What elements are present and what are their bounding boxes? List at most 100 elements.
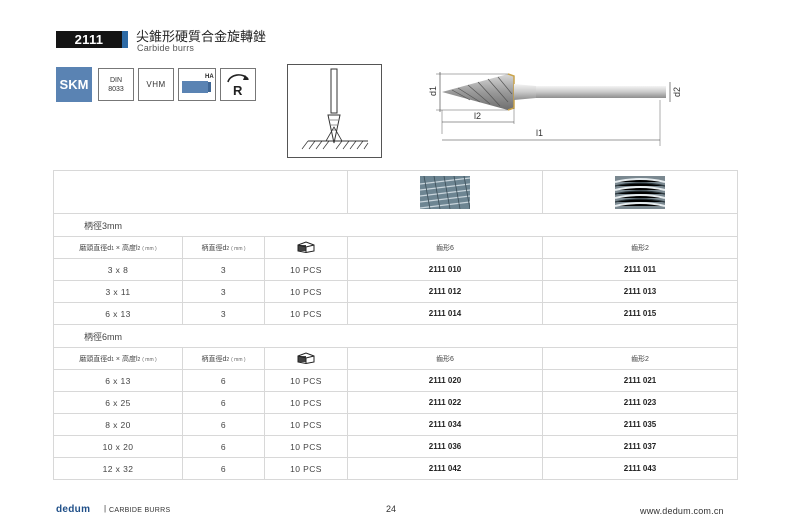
cell-shank: 3: [182, 280, 265, 303]
page-number: 24: [386, 504, 397, 514]
cell-pcs: 10 PCS: [263, 302, 349, 325]
cut6-image: [420, 175, 471, 209]
header-shank-sub: 2: [226, 245, 230, 252]
header-package: [263, 347, 349, 370]
cell-code-cut6: 2111 010: [347, 258, 544, 281]
cell-size: 3 x 11: [53, 280, 183, 303]
cell-size: 6 x 25: [53, 391, 183, 414]
cell-pcs: 10 PCS: [263, 280, 349, 303]
header-dim-x: × 高度l: [113, 355, 138, 363]
cell-shank: 3: [182, 302, 265, 325]
header-cut2: 齒形2: [542, 236, 739, 259]
group-caption: 柄徑6mm: [52, 324, 739, 348]
cell-size: 6 x 13: [53, 302, 183, 325]
cell-pcs: 10 PCS: [263, 258, 349, 281]
cell-size: 8 x 20: [53, 413, 183, 436]
cell-pcs: 10 PCS: [263, 413, 349, 436]
header-cut2: 齒形2: [542, 347, 739, 370]
din-label: DIN: [109, 77, 123, 84]
application-sketch: [287, 64, 382, 158]
footer-url: www.dedum.com.cn: [640, 506, 724, 516]
drawing-graphic: d1 d2 l2 l1: [428, 72, 682, 146]
header-dim-sub1: 1: [111, 245, 114, 252]
cell-code-cut6: 2111 034: [347, 413, 544, 436]
cell-size: 3 x 8: [53, 258, 183, 281]
shank-ha-graphic: HA: [182, 74, 214, 93]
cell-pcs: 10 PCS: [263, 369, 349, 392]
package-box-icon: [297, 240, 315, 253]
header-dim-sub2: 2: [137, 245, 141, 252]
d2-label: d2: [672, 87, 682, 97]
footer-separator: |: [104, 504, 107, 513]
cell-size: 6 x 13: [53, 369, 183, 392]
cut6-image-cell: [347, 170, 544, 214]
cell-shank: 6: [182, 369, 265, 392]
cell-code-cut6: 2111 042: [347, 457, 544, 480]
ha-label: HA: [205, 74, 214, 80]
cell-code-cut6: 2111 020: [347, 369, 544, 392]
image-row-blank: [52, 170, 349, 214]
cell-code-cut6: 2111 014: [347, 302, 544, 325]
vhm-material-icon: VHM: [138, 68, 174, 101]
header-dim-sub2: 2: [137, 356, 141, 363]
l1-label: l1: [536, 128, 543, 138]
header-cut6: 齒形6: [347, 236, 544, 259]
header-shank-unit: ( mm ): [231, 356, 246, 363]
header-dimension: 磨頭直徑d1 × 高度l2 ( mm ): [53, 236, 183, 259]
cell-code-cut2: 2111 023: [542, 391, 739, 414]
cut-image-row: [52, 170, 739, 214]
package-box-icon: [297, 351, 315, 364]
cell-code-cut2: 2111 015: [542, 302, 739, 325]
cell-shank: 3: [182, 258, 265, 281]
cell-code-cut2: 2111 021: [542, 369, 739, 392]
din-standard-icon: DIN 8033: [98, 68, 134, 101]
cell-shank: 6: [182, 457, 265, 480]
header-dim-sub1: 1: [111, 356, 114, 363]
header-shank-text: 柄直徑d: [201, 244, 227, 252]
header-shank-unit: ( mm ): [231, 245, 246, 252]
rotation-label: R: [233, 83, 243, 98]
header-cut6: 齒形6: [347, 347, 544, 370]
code-accent-bar: [122, 31, 128, 48]
rotation-graphic: R: [227, 74, 249, 98]
header-dim-unit: ( mm ): [142, 245, 157, 252]
cell-code-cut2: 2111 035: [542, 413, 739, 436]
cell-pcs: 10 PCS: [263, 435, 349, 458]
header-shank-sub: 2: [226, 356, 230, 363]
cut2-image: [615, 175, 666, 209]
skm-icon: SKM: [56, 67, 92, 102]
header-dim-text: 磨頭直徑d: [79, 355, 112, 363]
burr-technical-drawing: d1 d2 l2 l1: [418, 62, 688, 147]
cell-shank: 6: [182, 413, 265, 436]
header-shank-text: 柄直徑d: [201, 355, 227, 363]
product-code-badge: 2111: [56, 31, 122, 48]
sketch-graphic: [301, 68, 369, 150]
cell-size: 10 x 20: [53, 435, 183, 458]
header-dim-text: 磨頭直徑d: [79, 244, 112, 252]
l2-label: l2: [474, 111, 481, 121]
cell-code-cut6: 2111 012: [347, 280, 544, 303]
cell-code-cut6: 2111 036: [347, 435, 544, 458]
cell-pcs: 10 PCS: [263, 457, 349, 480]
header-shank: 柄直徑d2 ( mm ): [182, 347, 265, 370]
group-caption: 柄徑3mm: [52, 213, 739, 237]
group-caption-row: 柄徑3mm: [52, 213, 739, 237]
cell-shank: 6: [182, 435, 265, 458]
title-chinese: 尖錐形硬質合金旋轉銼: [136, 30, 267, 45]
cut2-image-cell: [542, 170, 739, 214]
cell-size: 12 x 32: [53, 457, 183, 480]
rotation-direction-icon: R: [220, 68, 256, 101]
header-dimension: 磨頭直徑d1 × 高度l2 ( mm ): [53, 347, 183, 370]
cell-code-cut2: 2111 043: [542, 457, 739, 480]
shank-ha-icon: HA: [178, 68, 216, 101]
